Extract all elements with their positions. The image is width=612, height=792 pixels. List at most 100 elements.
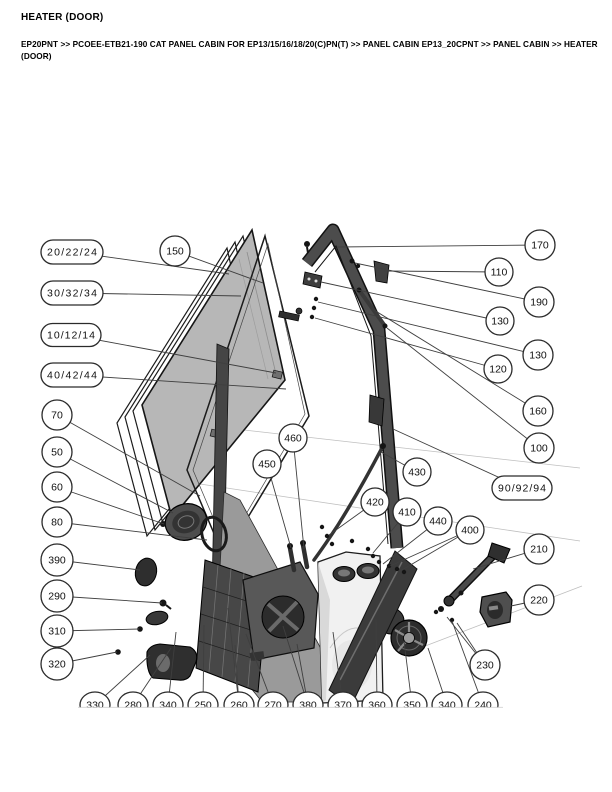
speaker-trim-ring <box>200 515 228 553</box>
callout-120[interactable]: 120 <box>483 354 513 384</box>
callout-60[interactable]: 60 <box>41 471 73 503</box>
callout-label: 220 <box>530 595 548 607</box>
breadcrumb[interactable]: EP20PNT >> PCOEE-ETB21-190 CAT PANEL CAB… <box>21 40 598 61</box>
callout-50[interactable]: 50 <box>41 436 73 468</box>
callout-label: 10/12/14 <box>47 330 95 342</box>
callout-70[interactable]: 70 <box>41 399 73 431</box>
callout-label: 160 <box>529 406 547 418</box>
callout-10/12/14[interactable]: 10/12/14 <box>40 322 102 348</box>
callout-bubble[interactable] <box>485 306 515 336</box>
callout-label: 80 <box>51 517 63 529</box>
callout-label: 20/22/24 <box>47 247 97 259</box>
callout-bubble[interactable] <box>252 449 282 479</box>
callout-bubble[interactable] <box>278 423 308 453</box>
callout-bubble[interactable] <box>469 649 501 681</box>
callout-bubble[interactable] <box>402 457 432 487</box>
leader-line-60 <box>56 486 165 525</box>
callout-130[interactable]: 130 <box>485 306 515 336</box>
lever-knob <box>479 591 513 628</box>
callout-410[interactable]: 410 <box>392 497 422 527</box>
callout-bubble[interactable] <box>523 533 555 565</box>
leader-line-160 <box>373 309 539 412</box>
callout-bubble[interactable] <box>41 436 73 468</box>
callout-label: 190 <box>530 297 548 309</box>
blower-housing <box>242 561 319 661</box>
callout-bubble[interactable] <box>360 487 390 517</box>
callout-bubble[interactable] <box>41 506 73 538</box>
callout-220[interactable]: 220 <box>523 584 555 616</box>
callout-460[interactable]: 460 <box>278 423 308 453</box>
callout-20/22/24[interactable]: 20/22/24 <box>40 239 104 265</box>
callout-400[interactable]: 400 <box>455 515 485 545</box>
callout-30/32/34[interactable]: 30/32/34 <box>40 280 104 306</box>
callout-bubble[interactable] <box>40 280 104 306</box>
callout-label: 100 <box>530 443 548 455</box>
callout-310[interactable]: 310 <box>40 614 74 648</box>
door-handle <box>115 599 198 681</box>
callout-bubble[interactable] <box>523 584 555 616</box>
callout-bubble[interactable] <box>483 354 513 384</box>
callout-320[interactable]: 320 <box>40 647 74 681</box>
callout-bubble[interactable] <box>40 322 102 348</box>
control-lever <box>438 542 511 612</box>
callout-bubble[interactable] <box>522 339 554 371</box>
callout-label: 410 <box>398 507 416 519</box>
callout-bubble[interactable] <box>159 235 191 267</box>
callout-bubble[interactable] <box>40 239 104 265</box>
callout-40/42/44[interactable]: 40/42/44 <box>40 362 104 388</box>
callout-bubble[interactable] <box>40 647 74 681</box>
callout-290[interactable]: 290 <box>40 579 74 613</box>
callout-bubble[interactable] <box>40 579 74 613</box>
callout-bubble[interactable] <box>41 399 73 431</box>
callout-bubble[interactable] <box>522 395 554 427</box>
page-title: HEATER (DOOR) <box>21 12 104 23</box>
callout-90/92/94[interactable]: 90/92/94 <box>491 475 553 501</box>
callout-bubble[interactable] <box>40 614 74 648</box>
callout-420[interactable]: 420 <box>360 487 390 517</box>
callout-150[interactable]: 150 <box>159 235 191 267</box>
callout-210[interactable]: 210 <box>523 533 555 565</box>
callout-bubble[interactable] <box>455 515 485 545</box>
callout-label: 60 <box>51 482 63 494</box>
grommet <box>134 557 158 587</box>
callout-bubble[interactable] <box>524 229 556 261</box>
door-illustration <box>115 223 583 707</box>
callout-bubble[interactable] <box>40 362 104 388</box>
callout-bubble[interactable] <box>392 497 422 527</box>
callout-label: 40/42/44 <box>47 370 97 382</box>
callout-bubble[interactable] <box>491 475 553 501</box>
callout-bubble[interactable] <box>523 432 555 464</box>
callout-80[interactable]: 80 <box>41 506 73 538</box>
callout-190[interactable]: 190 <box>523 286 555 318</box>
door-frame <box>301 223 418 707</box>
callout-130[interactable]: 130 <box>522 339 554 371</box>
window-stay-rod <box>357 288 387 328</box>
callout-bubble[interactable] <box>484 257 514 287</box>
callout-label: 210 <box>530 544 548 556</box>
callout-390[interactable]: 390 <box>40 543 74 577</box>
callout-label: 230 <box>476 660 494 672</box>
callout-160[interactable]: 160 <box>522 395 554 427</box>
callout-bubble[interactable] <box>40 543 74 577</box>
callout-label: 440 <box>429 516 447 528</box>
callout-label: 120 <box>489 364 507 376</box>
callout-bubble[interactable] <box>41 471 73 503</box>
callout-label: 420 <box>366 497 384 509</box>
callout-440[interactable]: 440 <box>423 506 453 536</box>
callout-label: 400 <box>461 525 479 537</box>
callout-100[interactable]: 100 <box>523 432 555 464</box>
callout-110[interactable]: 110 <box>484 257 514 287</box>
callout-450[interactable]: 450 <box>252 449 282 479</box>
callout-label: 110 <box>491 267 508 279</box>
callout-bubble[interactable] <box>523 286 555 318</box>
callout-170[interactable]: 170 <box>524 229 556 261</box>
callout-230[interactable]: 230 <box>469 649 501 681</box>
callout-label: 50 <box>51 447 63 459</box>
callout-bubble[interactable] <box>423 506 453 536</box>
leader-line-460 <box>292 437 305 550</box>
leader-line-50 <box>56 451 174 514</box>
leader-line-110 <box>383 270 500 273</box>
callout-label: 290 <box>48 591 66 603</box>
callout-430[interactable]: 430 <box>402 457 432 487</box>
